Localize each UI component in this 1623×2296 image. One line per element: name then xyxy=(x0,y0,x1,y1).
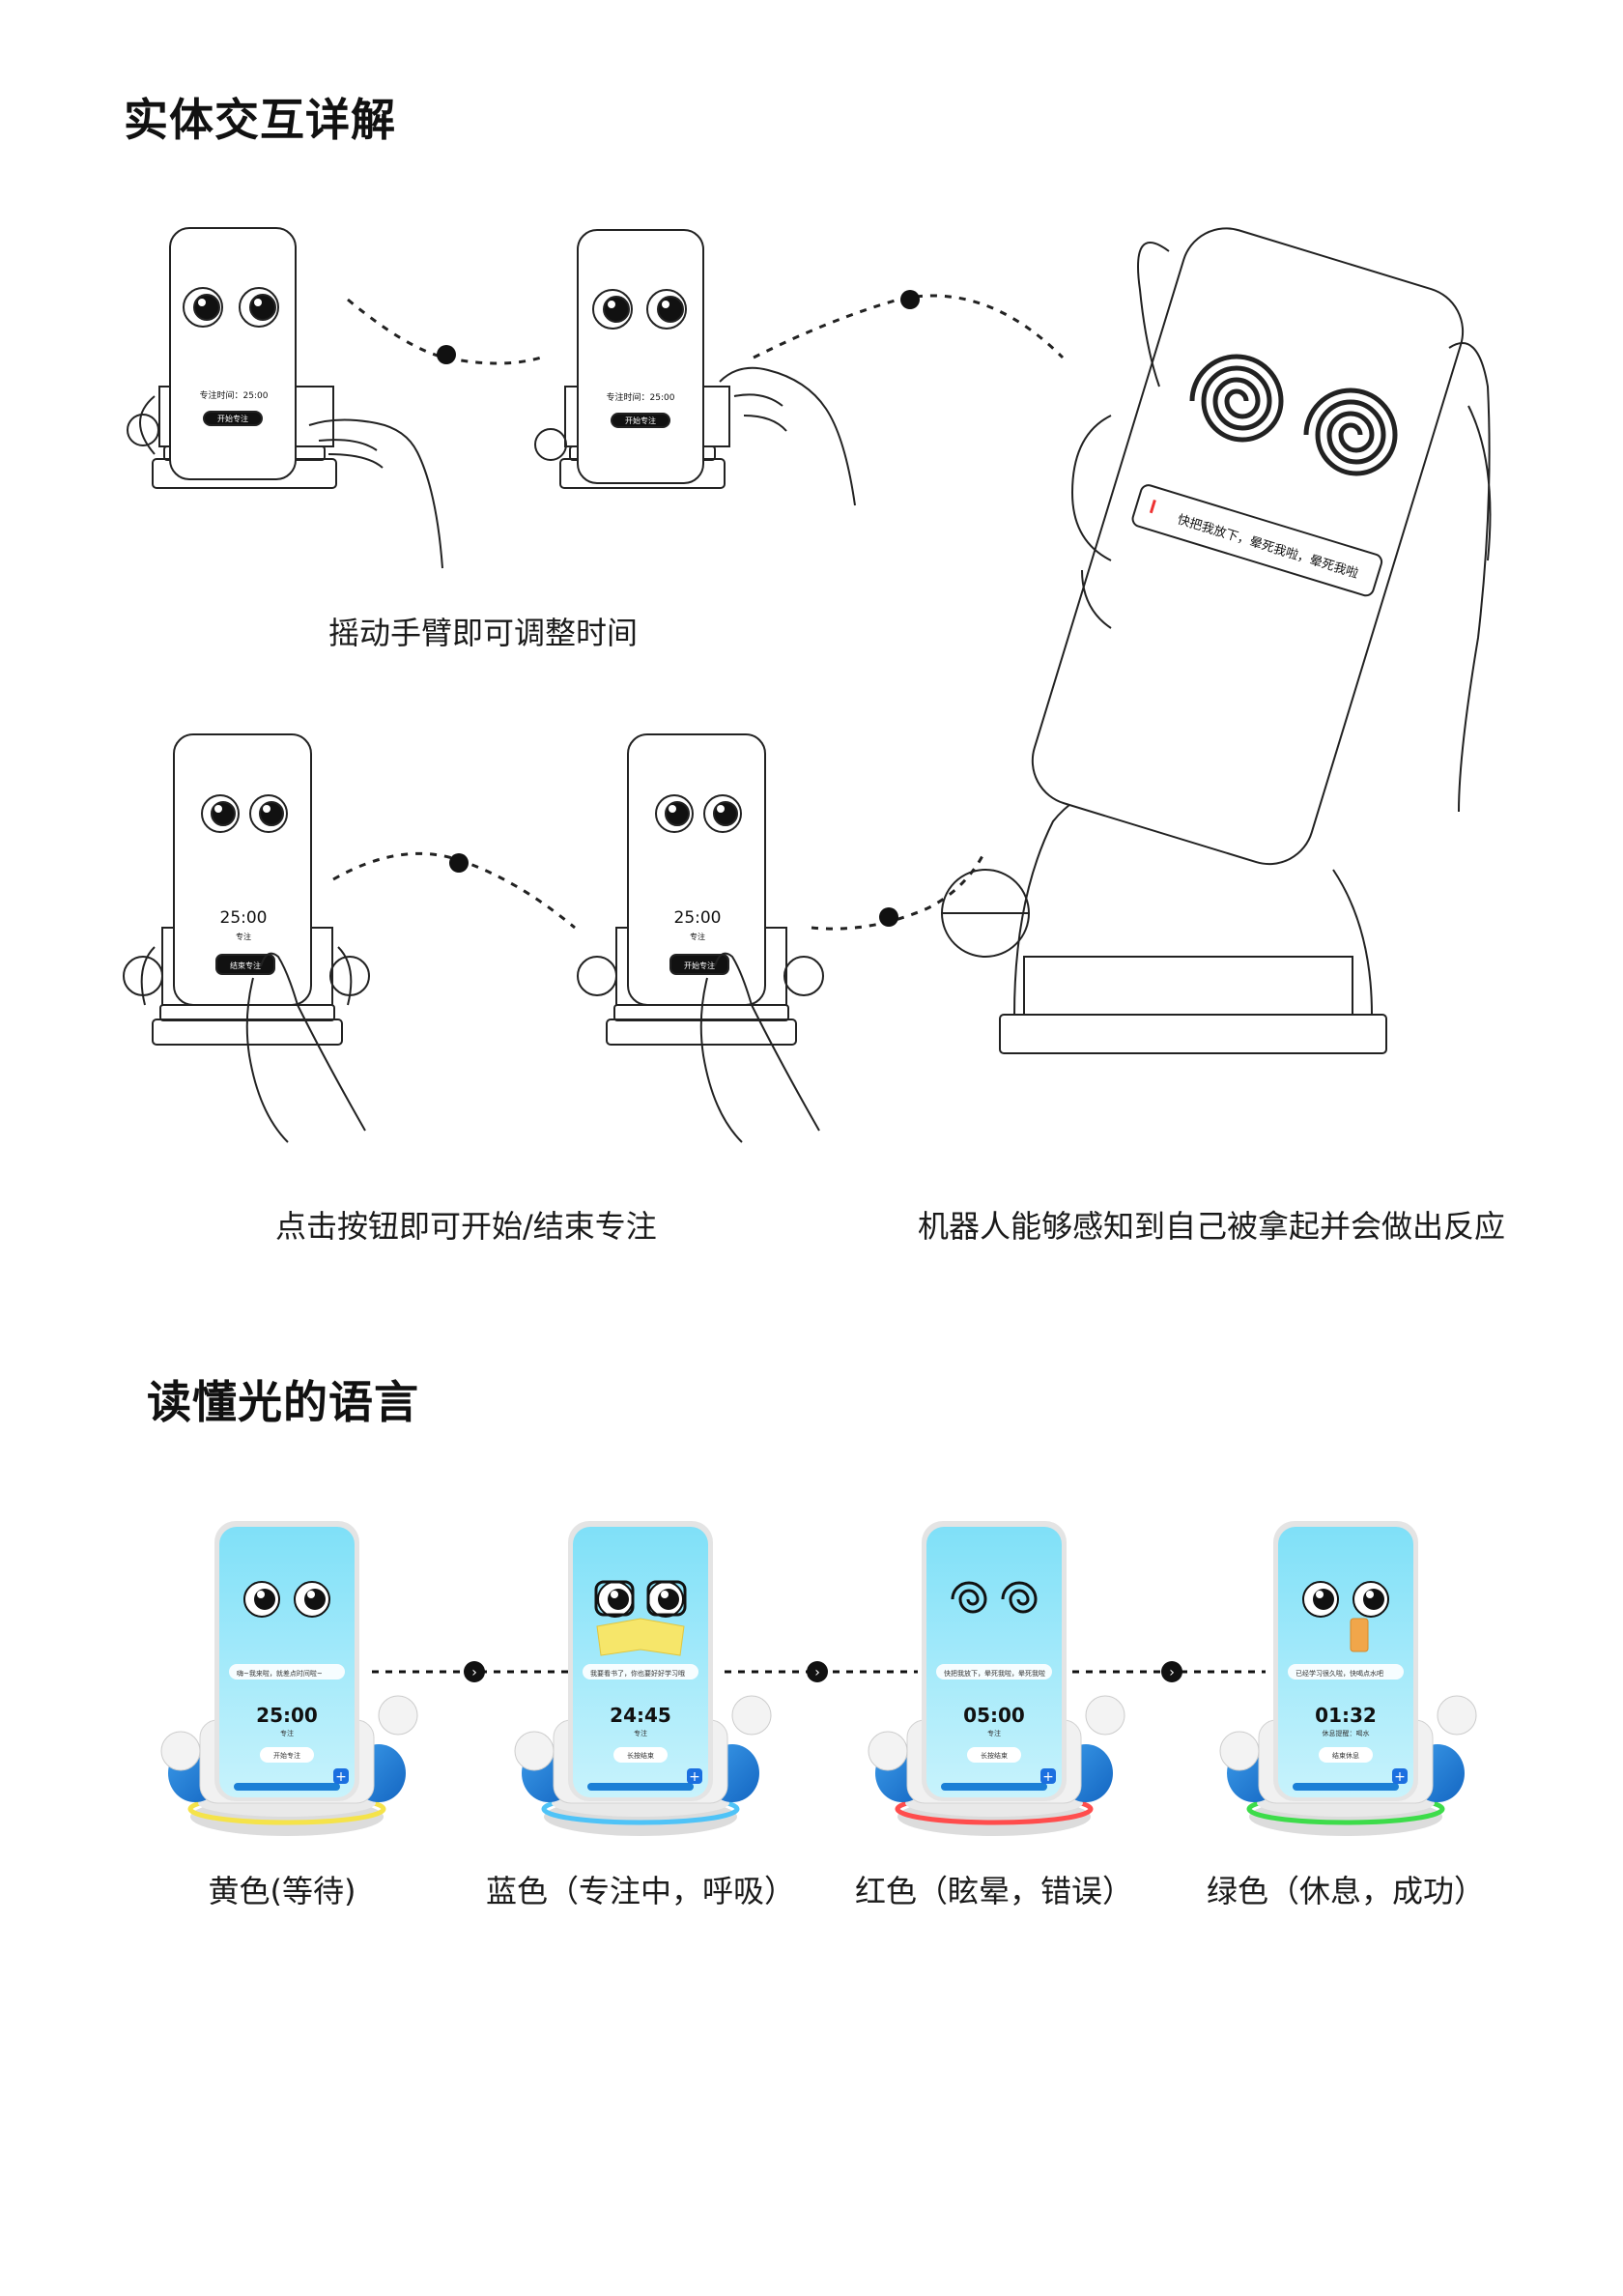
state-label-green: 绿色（休息，成功） xyxy=(1206,1873,1486,1909)
robot-yellow-bubble: 嗨~我来啦，就差点时间啦~ xyxy=(237,1669,323,1678)
plus-icon[interactable] xyxy=(333,1768,349,1784)
plus-icon[interactable] xyxy=(687,1768,702,1784)
robot-yellow-sub: 专注 xyxy=(280,1729,294,1737)
section-title-light: 读懂光的语言 xyxy=(147,1376,419,1428)
robot-yellow-button[interactable]: 开始专注 xyxy=(273,1751,300,1760)
phone3-end-button[interactable]: 结束专注 xyxy=(230,961,261,970)
connector-dot-1 xyxy=(464,1661,485,1682)
robot-line-2 xyxy=(534,229,856,506)
robot-red-sub: 专注 xyxy=(987,1729,1001,1737)
state-label-red: 红色（眩晕，错误） xyxy=(854,1873,1134,1909)
robot-red-time: 05:00 xyxy=(963,1704,1025,1727)
robot-blue-button[interactable]: 长按结束 xyxy=(627,1751,654,1760)
robot-blue-time: 24:45 xyxy=(610,1704,671,1727)
phone3-time: 25:00 xyxy=(220,908,268,928)
svg-text:+: + xyxy=(1042,1769,1054,1785)
phone4-start-button[interactable]: 开始专注 xyxy=(684,961,715,970)
robot-line-3 xyxy=(123,733,370,1143)
phone2-start-button[interactable]: 开始专注 xyxy=(625,416,656,425)
robot-green-time: 01:32 xyxy=(1315,1704,1377,1727)
phone1-start-button[interactable]: 开始专注 xyxy=(217,414,248,423)
caption-button: 点击按钮即可开始/结束专注 xyxy=(275,1208,657,1245)
robot-green-button[interactable]: 结束休息 xyxy=(1332,1751,1359,1760)
svg-text:›: › xyxy=(471,1665,477,1680)
robot-yellow-time: 25:00 xyxy=(256,1704,318,1727)
robot-green-bubble: 已经学习很久啦，快喝点水吧 xyxy=(1296,1669,1383,1678)
svg-text:›: › xyxy=(1169,1665,1175,1680)
robot-blue-bubble: 我要看书了，你也要好好学习哦 xyxy=(590,1669,685,1678)
phone4-sub: 专注 xyxy=(690,932,705,941)
state-label-yellow: 黄色(等待) xyxy=(208,1873,356,1909)
phone2-label: 专注时间：25:00 xyxy=(607,391,675,403)
caption-arm: 摇动手臂即可调整时间 xyxy=(328,615,639,651)
plus-icon[interactable] xyxy=(1392,1768,1408,1784)
phone4-time: 25:00 xyxy=(674,908,722,928)
plus-icon[interactable] xyxy=(1040,1768,1056,1784)
connector-dot-2 xyxy=(807,1661,828,1682)
state-label-blue: 蓝色（专注中，呼吸） xyxy=(485,1873,796,1909)
phone3-sub: 专注 xyxy=(236,932,251,941)
robot-green-sub: 休息提醒：喝水 xyxy=(1323,1729,1370,1737)
robot-blue-sub: 专注 xyxy=(634,1729,647,1737)
robot-line-4 xyxy=(577,733,824,1143)
section-title-interaction: 实体交互详解 xyxy=(124,94,396,146)
robot-line-1 xyxy=(127,227,443,569)
robot-line-big xyxy=(941,227,1492,1054)
phone1-label: 专注时间：25:00 xyxy=(200,389,269,401)
robot-red-bubble: 快把我放下，晕死我啦，晕死我啦 xyxy=(944,1669,1045,1678)
svg-text:›: › xyxy=(814,1665,820,1680)
svg-text:+: + xyxy=(1394,1769,1406,1785)
robot-red-button[interactable]: 长按结束 xyxy=(981,1751,1008,1760)
svg-text:+: + xyxy=(335,1769,347,1785)
connector-dot-3 xyxy=(1161,1661,1182,1682)
caption-pickup: 机器人能够感知到自己被拿起并会做出反应 xyxy=(918,1208,1506,1245)
svg-text:+: + xyxy=(689,1769,700,1785)
